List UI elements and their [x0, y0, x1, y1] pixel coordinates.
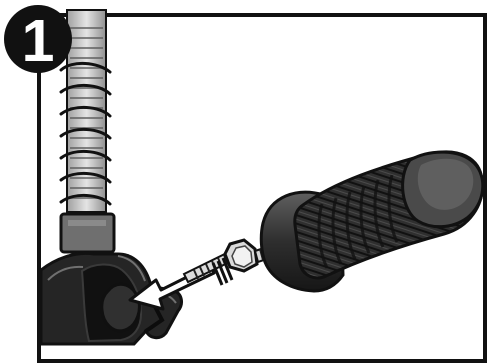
bracket-hole-rim — [102, 284, 140, 331]
collar-highlight — [68, 220, 106, 226]
step-number: 1 — [22, 8, 55, 74]
collar — [61, 214, 114, 252]
